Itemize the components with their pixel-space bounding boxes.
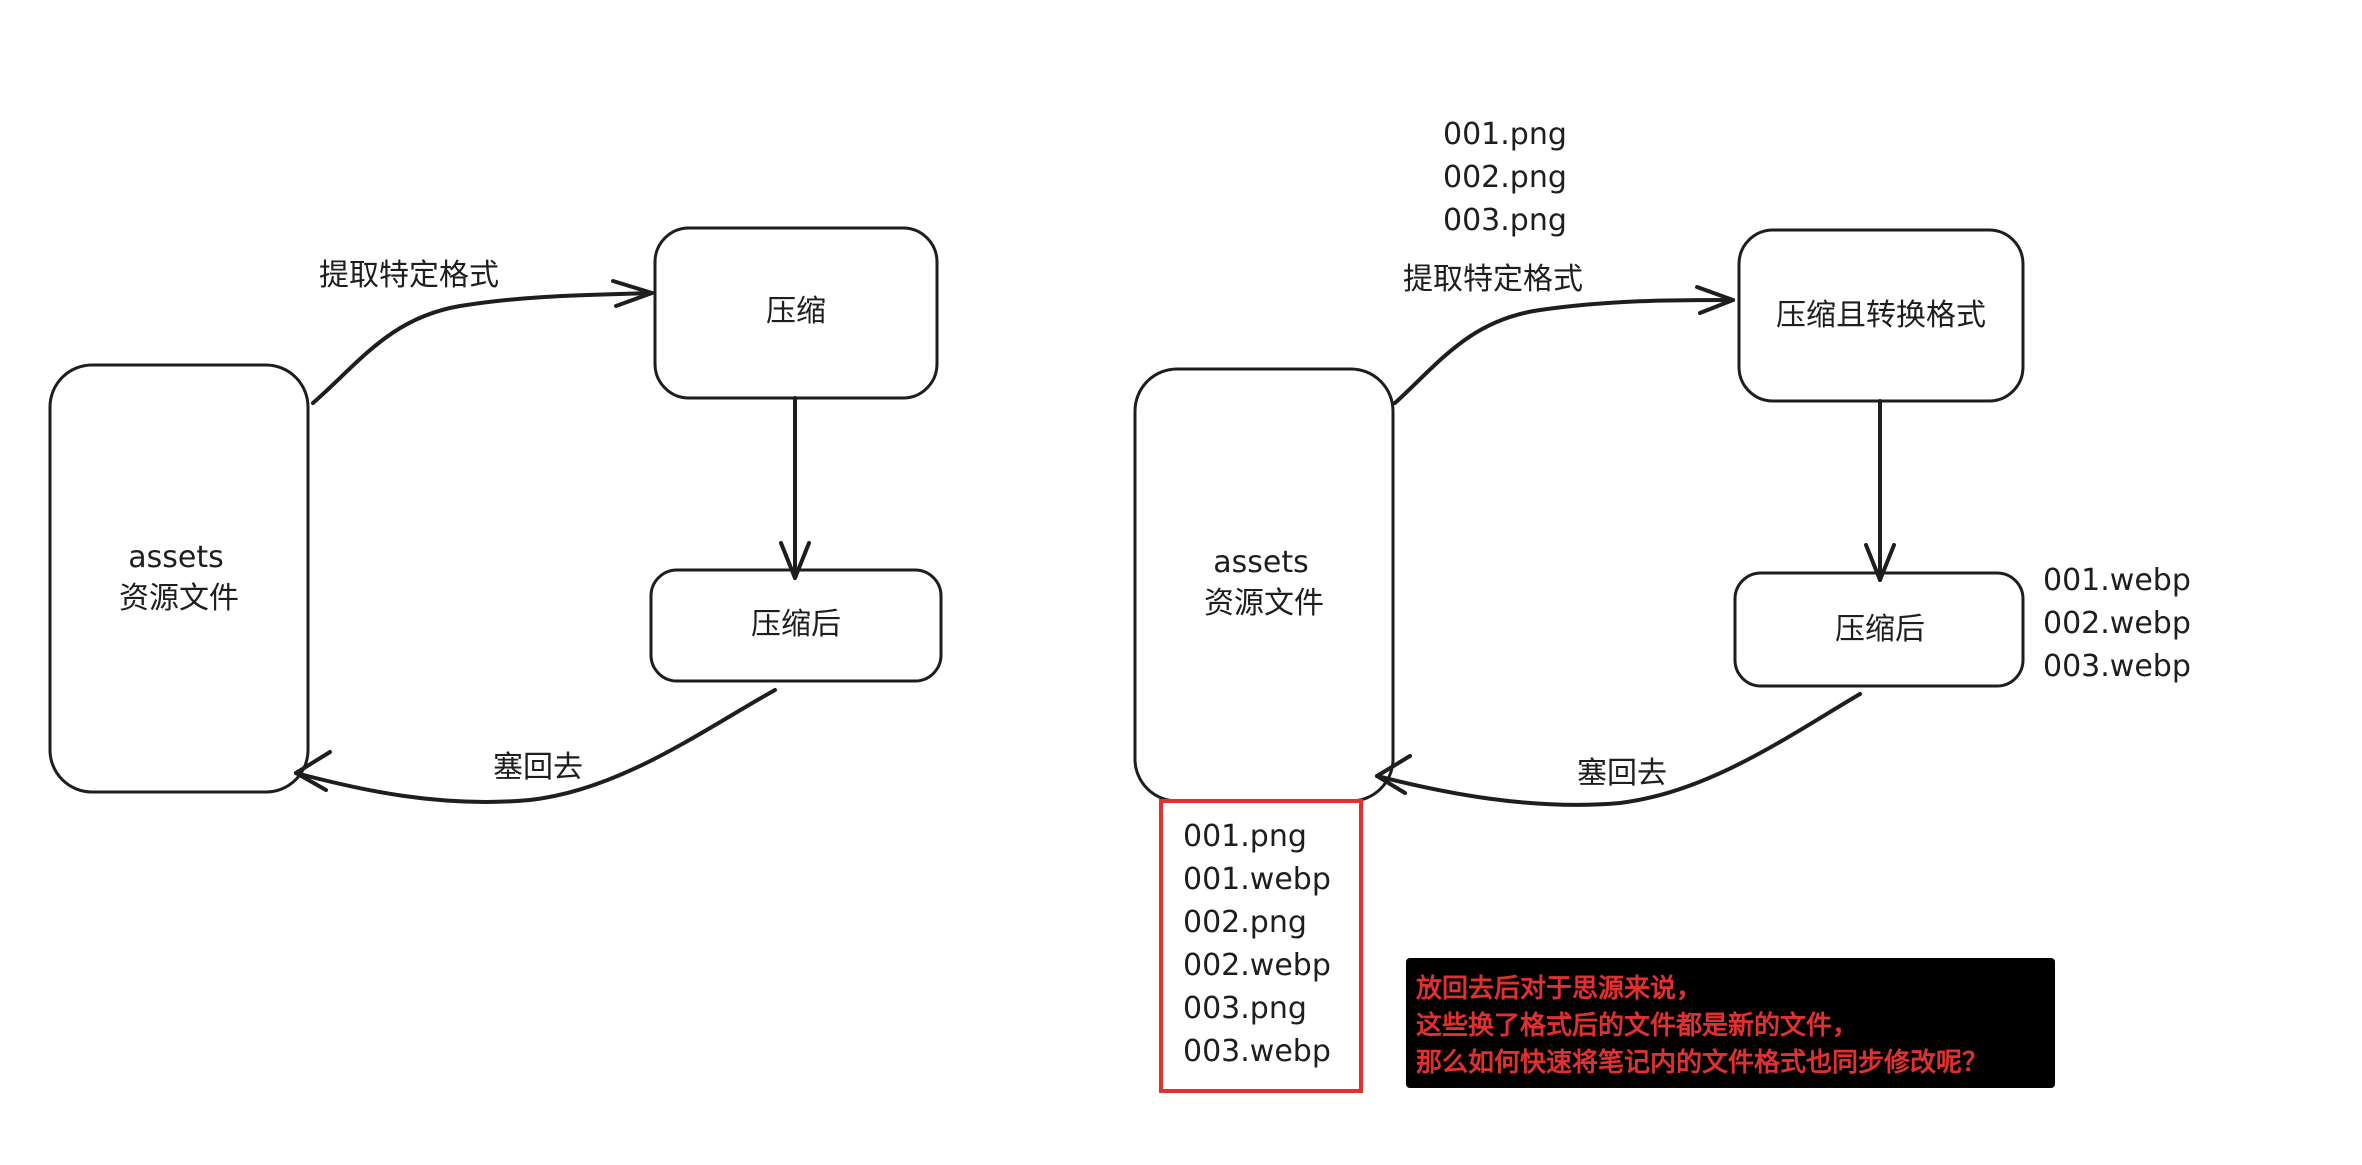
right-input-file: 002.png [1443,160,1567,195]
result-file: 003.webp [1183,1034,1331,1069]
note-line: 放回去后对于思源来说， [1415,973,1702,1004]
result-file: 003.png [1183,991,1307,1026]
right-input-file: 003.png [1443,203,1567,238]
right-output-file: 001.webp [2043,563,2191,598]
right-down-arrowhead [1864,543,1896,582]
left-diagram: assets 资源文件 压缩 压缩后 提取特定格式 塞回去 [48,226,943,804]
left-assets-label-line2: 资源文件 [119,581,239,616]
right-extract-label: 提取特定格式 [1403,262,1583,297]
right-output-file: 002.webp [2043,606,2191,641]
right-extract-arrowhead [1695,285,1735,315]
result-file: 002.png [1183,905,1307,940]
left-assets-label-line1: assets [128,540,224,575]
left-extract-arrow [311,291,654,405]
right-output-file: 003.webp [2043,649,2191,684]
right-assets-label-line2: 资源文件 [1204,586,1324,621]
left-compressed-label: 压缩后 [751,607,841,642]
right-input-file: 001.png [1443,117,1567,152]
right-putback-arrow [1375,692,1862,807]
left-putback-arrow [294,688,777,804]
left-extract-arrowhead [611,279,654,308]
right-putback-label: 塞回去 [1577,756,1667,791]
left-compress-label: 压缩 [766,294,826,329]
left-down-arrowhead [779,541,811,580]
result-file: 001.webp [1183,862,1331,897]
right-extract-arrow [1393,298,1735,405]
left-putback-label: 塞回去 [493,750,583,785]
right-compress-label: 压缩且转换格式 [1776,298,1986,333]
right-assets-box[interactable] [1133,367,1395,803]
right-compressed-label: 压缩后 [1835,612,1925,647]
right-assets-label-line1: assets [1213,545,1309,580]
note-line: 这些换了格式后的文件都是新的文件， [1416,1010,1858,1041]
left-putback-arrowhead [294,750,332,792]
result-files-box[interactable] [1159,799,1363,1093]
right-diagram: assets 资源文件 压缩且转换格式 压缩后 001.png 002.png … [1133,117,2191,1093]
result-file: 001.png [1183,819,1307,854]
note-box [1406,958,2055,1088]
left-extract-label: 提取特定格式 [319,258,499,293]
result-file: 002.webp [1183,948,1331,983]
left-assets-box[interactable] [48,363,310,794]
note-line: 那么如何快速将笔记内的文件格式也同步修改呢？ [1416,1047,1988,1078]
right-putback-arrowhead [1375,754,1412,795]
